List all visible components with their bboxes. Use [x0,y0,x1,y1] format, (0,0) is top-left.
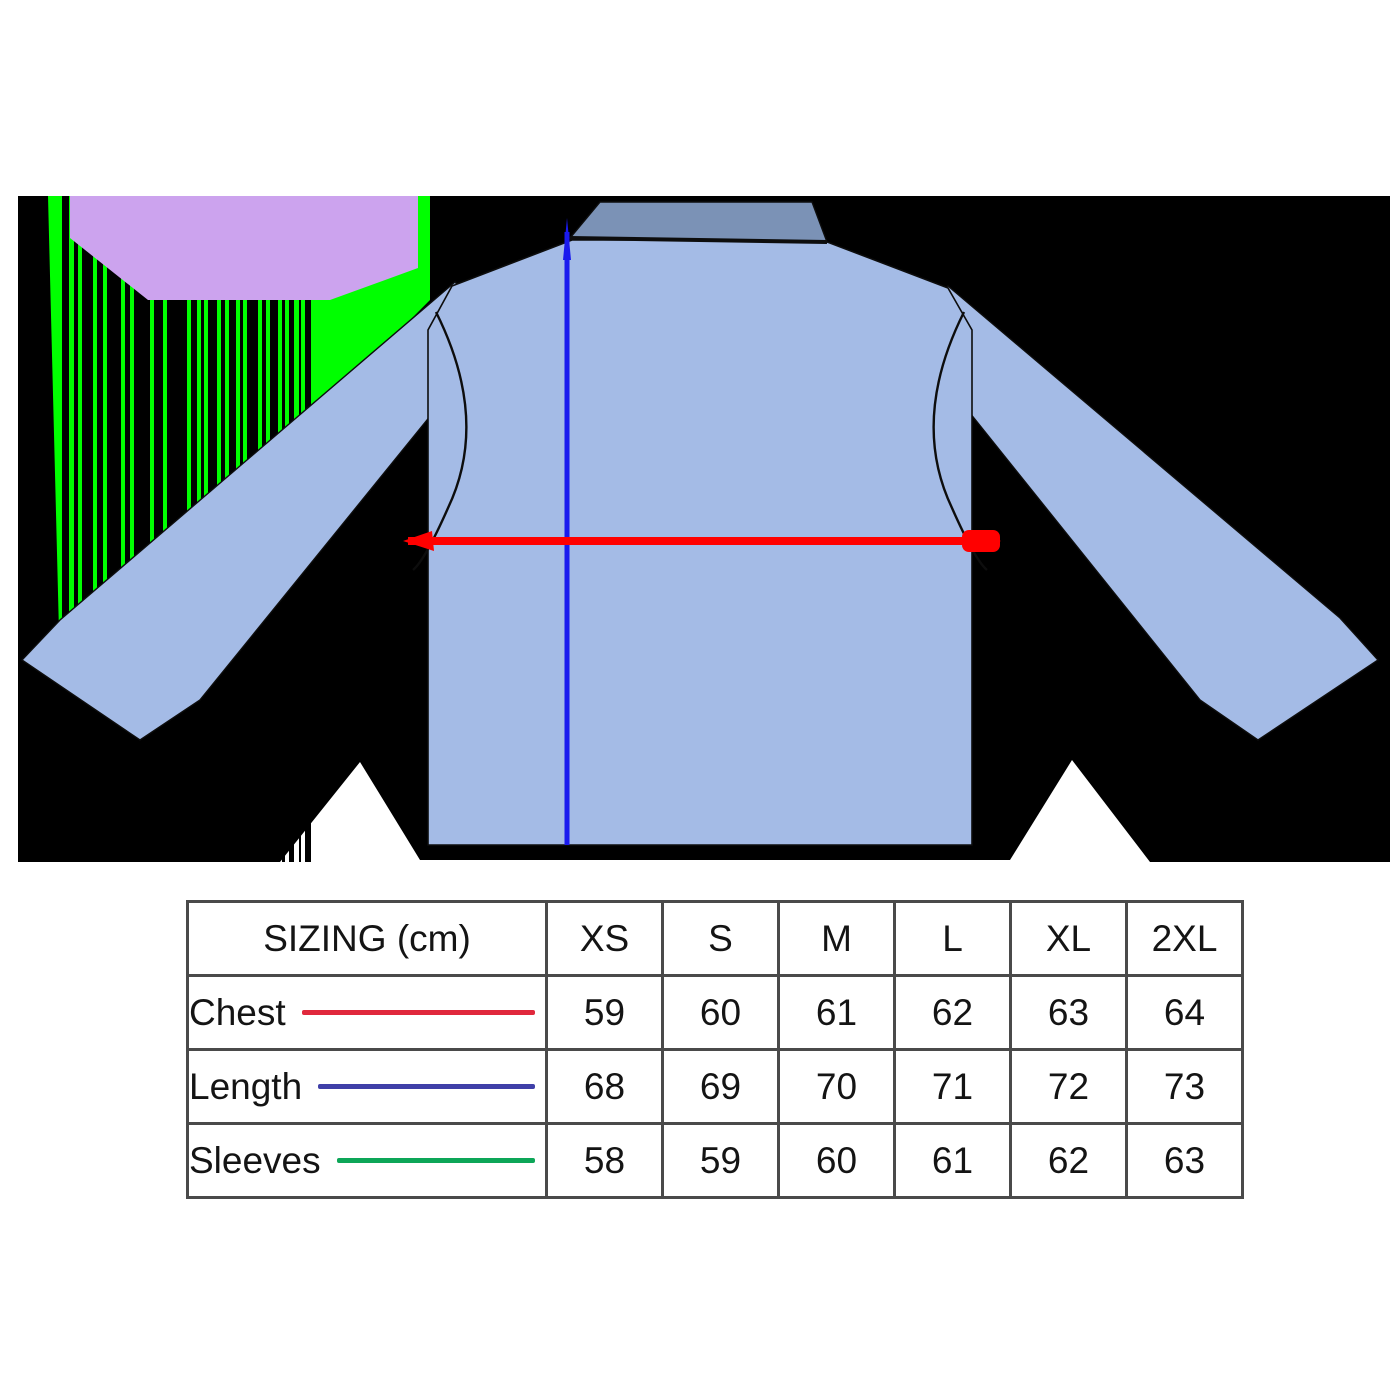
armhole-seams [412,311,988,571]
sleeves-m: 60 [777,1122,896,1199]
length-xs: 68 [545,1048,664,1125]
garment-illustration [18,196,1390,862]
sleeves-l: 61 [893,1122,1012,1199]
sizing-table: SIZING (cm) XS S M L XL 2XL Chest [186,900,1244,1199]
legend-line-length [318,1084,535,1089]
measure-label: Length [189,1065,303,1107]
legend-line-chest [301,1010,535,1015]
measure-label: Chest [189,991,286,1033]
hood-highlight-purple [70,196,418,300]
size-header-l: L [893,900,1012,977]
sleeves-xs: 58 [545,1122,664,1199]
chest-xl: 63 [1009,974,1128,1051]
table-row: Length 68 69 70 71 72 73 [186,1048,1244,1125]
chest-2xl: 64 [1125,974,1244,1051]
chest-m: 61 [777,974,896,1051]
chest-measure-line [403,530,1001,552]
length-xl: 72 [1009,1048,1128,1125]
page-title: SIZING (cm) [263,917,471,959]
chest-xs: 59 [545,974,664,1051]
size-header-xs: XS [545,900,664,977]
length-l: 71 [893,1048,1012,1125]
table-header-row: SIZING (cm) XS S M L XL 2XL [186,900,1244,977]
size-header-2xl: 2XL [1125,900,1244,977]
sleeves-2xl: 63 [1125,1122,1244,1199]
length-m: 70 [777,1048,896,1125]
table-row: Sleeves 58 59 60 61 62 63 [186,1122,1244,1199]
row-label-length: Length [186,1048,548,1125]
size-header-s: S [661,900,780,977]
legend-line-sleeves [336,1158,535,1163]
row-label-chest: Chest [186,974,548,1051]
row-label-sleeves: Sleeves [186,1122,548,1199]
size-header-m: M [777,900,896,977]
sizing-table-container: SIZING (cm) XS S M L XL 2XL Chest [186,900,1244,1199]
length-s: 69 [661,1048,780,1125]
collar [568,201,829,244]
measure-label: Sleeves [189,1139,321,1181]
sleeves-s: 59 [661,1122,780,1199]
sleeves-xl: 62 [1009,1122,1128,1199]
sizing-title-cell: SIZING (cm) [186,900,548,977]
chest-s: 60 [661,974,780,1051]
length-2xl: 73 [1125,1048,1244,1125]
chest-l: 62 [893,974,1012,1051]
table-row: Chest 59 60 61 62 63 64 [186,974,1244,1051]
size-header-xl: XL [1009,900,1128,977]
